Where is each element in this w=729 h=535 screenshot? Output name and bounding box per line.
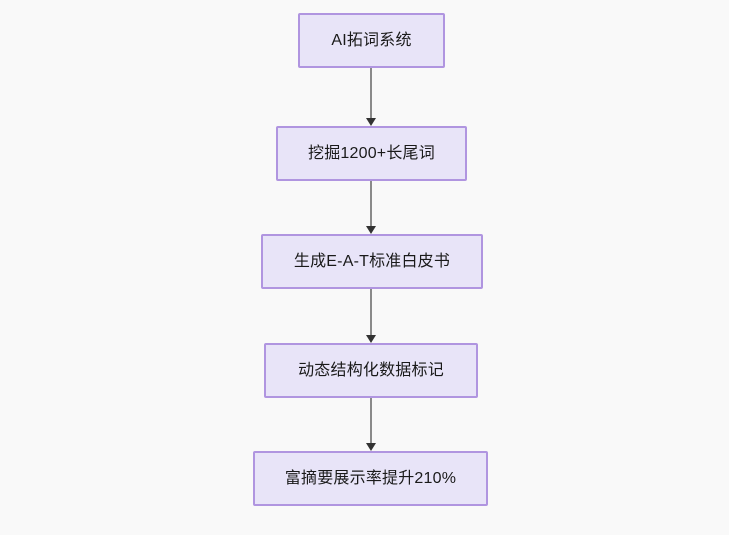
connector-n4-n5: [362, 397, 380, 451]
flow-node-label: 挖掘1200+长尾词: [308, 144, 435, 162]
arrowhead-icon: [366, 118, 376, 126]
flow-node-label: 动态结构化数据标记: [298, 361, 444, 379]
connector-line: [370, 289, 372, 335]
arrowhead-icon: [366, 226, 376, 234]
connector-line: [370, 397, 372, 443]
flow-node-mine-longtail-keywords[interactable]: 挖掘1200+长尾词: [276, 126, 467, 181]
arrowhead-icon: [366, 335, 376, 343]
connector-line: [370, 181, 372, 226]
flow-node-label: AI拓词系统: [331, 31, 412, 49]
flow-node-generate-eat-whitepaper[interactable]: 生成E-A-T标准白皮书: [261, 234, 483, 289]
flow-node-label: 富摘要展示率提升210%: [284, 469, 457, 487]
connector-n3-n4: [362, 289, 380, 343]
connector-n2-n3: [362, 181, 380, 234]
flow-node-dynamic-structured-data-markup[interactable]: 动态结构化数据标记: [264, 343, 478, 398]
flow-node-label: 生成E-A-T标准白皮书: [293, 252, 451, 270]
flow-node-ai-keyword-system[interactable]: AI拓词系统: [298, 13, 445, 68]
connector-line: [370, 68, 372, 118]
connector-n1-n2: [362, 68, 380, 126]
arrowhead-icon: [366, 443, 376, 451]
flow-node-rich-snippet-impression-uplift[interactable]: 富摘要展示率提升210%: [253, 451, 488, 506]
